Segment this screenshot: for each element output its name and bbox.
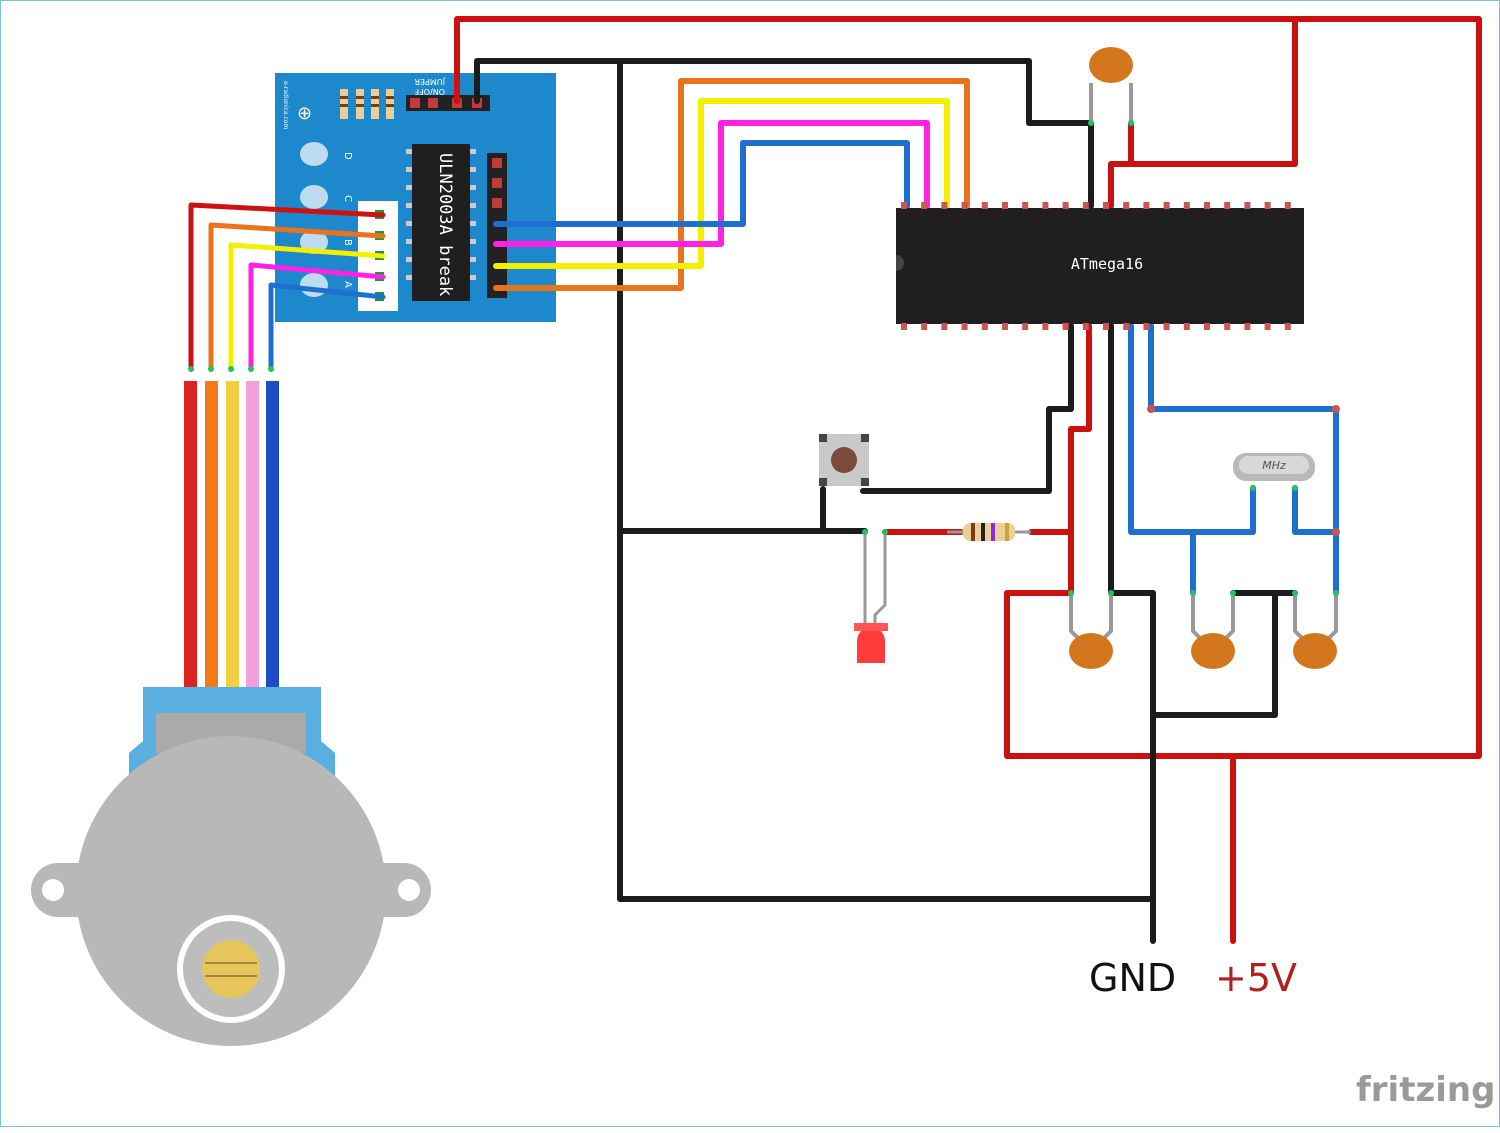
onoff-label: ON/OFF: [414, 87, 445, 96]
mcu-pin: [1183, 202, 1190, 209]
mcu-pin: [961, 323, 968, 330]
mcu-pin: [901, 202, 907, 209]
mcu-pin: [921, 323, 928, 330]
jumper-label: JUMPER: [414, 77, 446, 86]
board-site-label: e-radionica.com: [282, 81, 289, 129]
vcc-label: +5V: [1215, 956, 1297, 1000]
mcu-pin: [1002, 323, 1008, 330]
mcu-pin: [1264, 323, 1271, 330]
mcu-pin: [1204, 202, 1210, 209]
mcu-pin: [1042, 202, 1049, 209]
mcu-pin: [941, 202, 948, 209]
mcu-pin: [1284, 202, 1291, 209]
mcu-pin: [1143, 202, 1150, 209]
led-label-c: C: [342, 195, 353, 202]
crystal-label: MHz: [1262, 459, 1286, 472]
driver-chip-label: ULN2003A break: [435, 153, 455, 296]
mcu-pin: [941, 323, 948, 330]
mcu-pin: [1163, 323, 1170, 330]
mcu-pin: [1103, 202, 1109, 209]
mcu-pin: [961, 202, 968, 209]
crystal-oscillator: MHz: [1233, 453, 1315, 481]
mcu-pin: [1183, 323, 1190, 330]
mcu-pin: [1284, 323, 1291, 330]
led-resistor: [947, 523, 1031, 541]
fritzing-watermark: fritzing: [1356, 1070, 1495, 1110]
atmega16-chip: ATmega16: [896, 202, 1304, 330]
led-label-d: D: [342, 152, 353, 160]
mcu-pin: [1103, 323, 1109, 330]
mcu-pin: [981, 323, 988, 330]
mcu-pin: [1224, 202, 1231, 209]
mcu-pin: [1123, 323, 1130, 330]
mcu-pin: [901, 323, 907, 330]
mcu-pin: [1244, 323, 1251, 330]
mcu-pin: [1022, 202, 1029, 209]
mcu-pin: [1244, 202, 1251, 209]
mcu-pin: [1123, 202, 1130, 209]
mcu-pin: [1002, 202, 1008, 209]
red-led: [854, 532, 888, 663]
mcu-pin: [1062, 323, 1069, 330]
wires: [188, 16, 1482, 944]
gnd-label: GND: [1089, 956, 1176, 1000]
mcu-pin: [981, 202, 988, 209]
mcu-pin: [1163, 202, 1170, 209]
board-resistors: [340, 89, 394, 119]
board-logo-icon: ⊕: [297, 103, 312, 124]
mcu-label: ATmega16: [1071, 255, 1143, 273]
mcu-pin: [1022, 323, 1029, 330]
mcu-pin: [1143, 323, 1150, 330]
mcu-pin: [1082, 323, 1089, 330]
stepper-motor: [31, 381, 431, 1046]
capacitors: [1069, 47, 1338, 669]
mcu-pin: [1264, 202, 1271, 209]
junction-dots: [1147, 405, 1340, 536]
uln2003-driver-board: ULN2003A break D C B A: [275, 73, 556, 322]
mcu-pin: [921, 202, 928, 209]
led-label-a: A: [342, 281, 353, 288]
mcu-pin: [1204, 323, 1210, 330]
led-label-b: B: [342, 239, 353, 246]
mcu-pin: [1082, 202, 1089, 209]
mcu-pin: [1062, 202, 1069, 209]
mcu-pin: [1224, 323, 1231, 330]
push-button: [819, 434, 869, 486]
connection-dots: [188, 120, 1339, 596]
mcu-pin: [1042, 323, 1049, 330]
